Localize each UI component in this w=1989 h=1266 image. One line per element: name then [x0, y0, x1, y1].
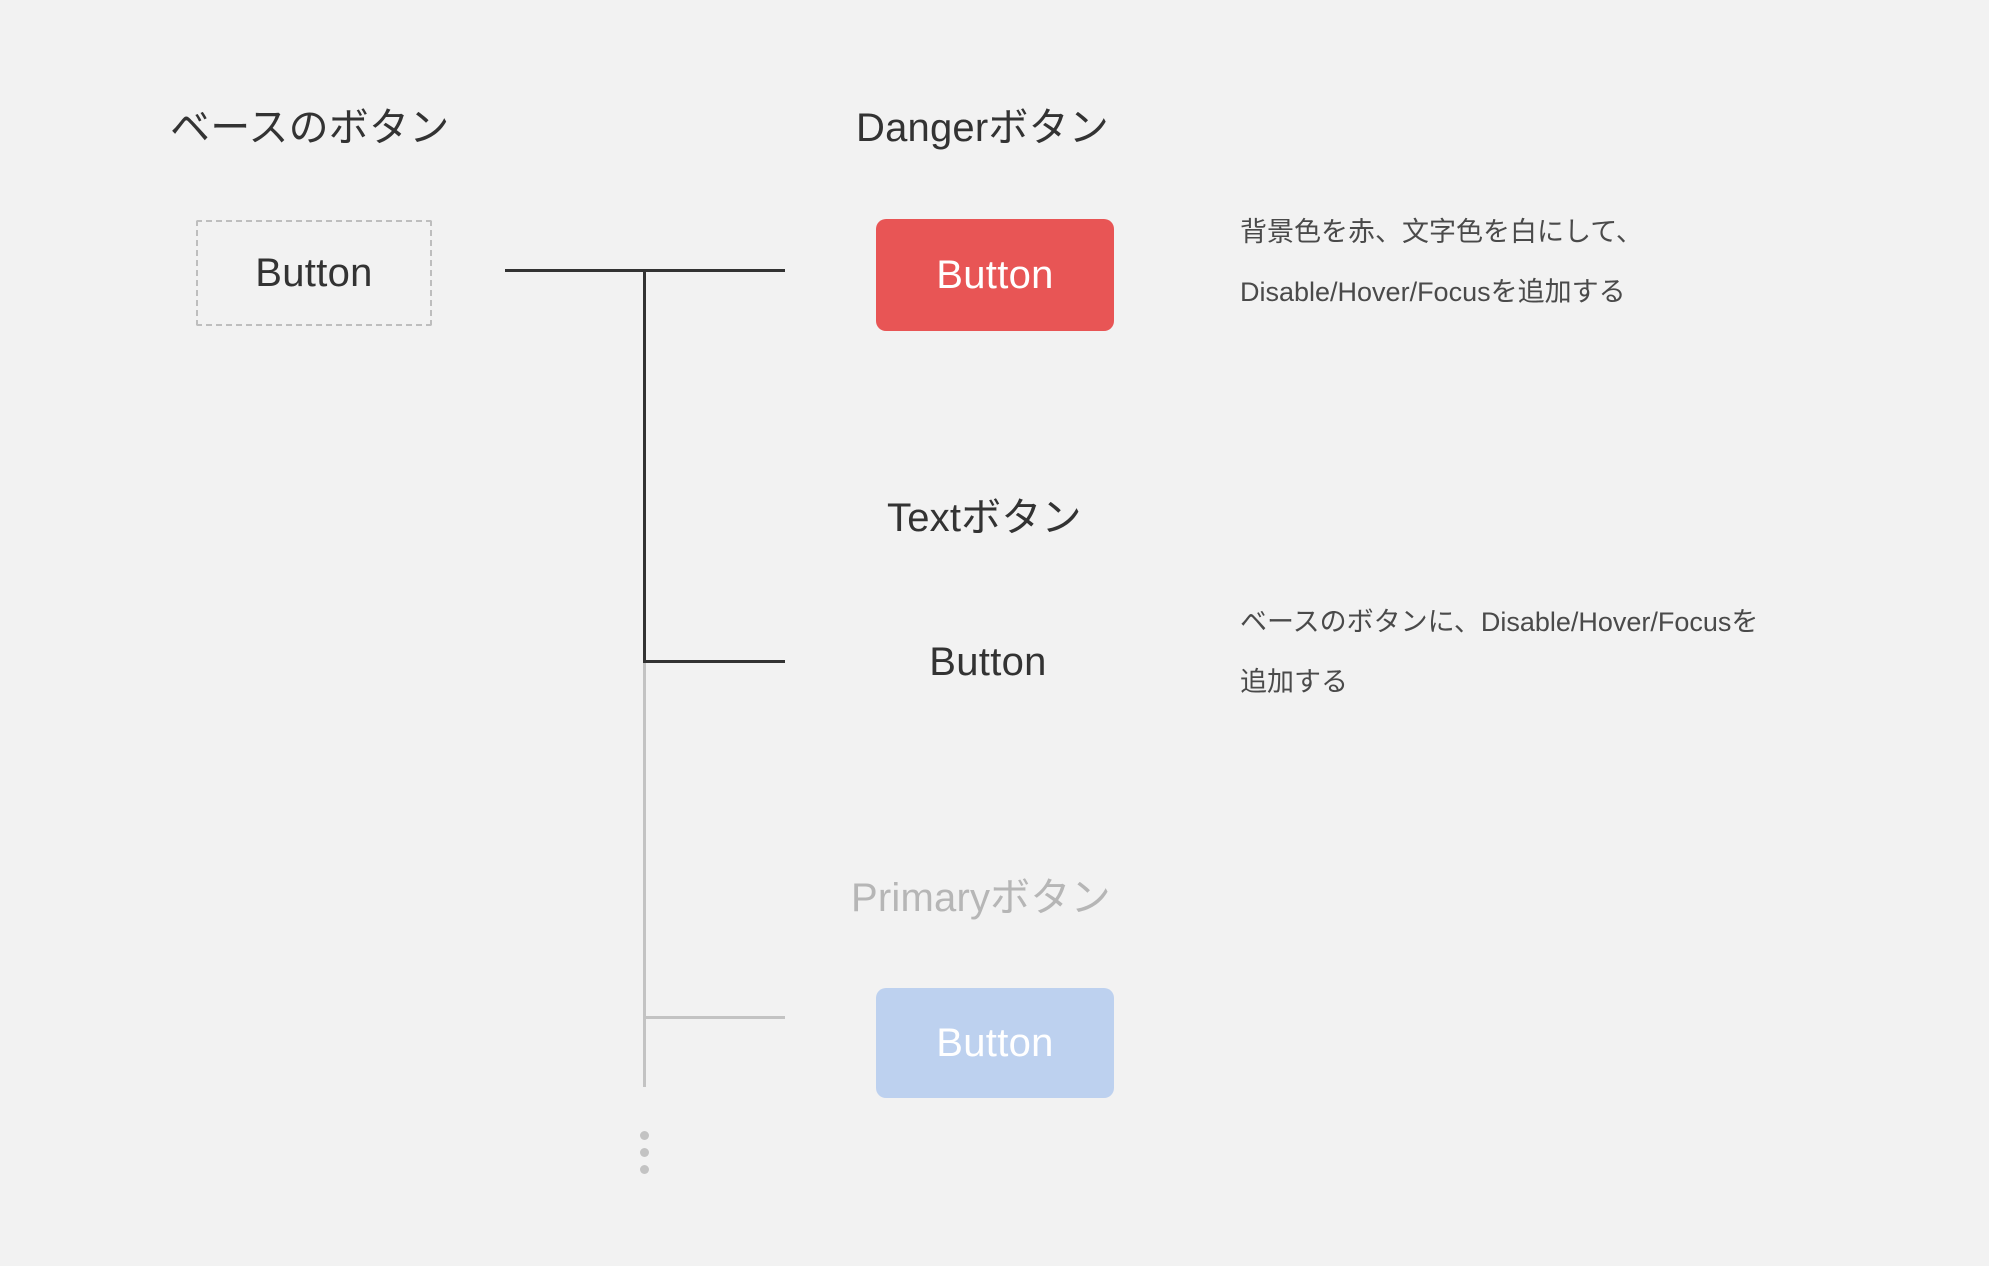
- section-label-danger: Dangerボタン: [856, 106, 1109, 150]
- vertical-ellipsis-icon: [638, 1131, 650, 1174]
- section-label-base: ベースのボタン: [170, 106, 450, 150]
- text-note-line-2: 追加する: [1240, 667, 1348, 697]
- danger-note-line-1: 背景色を赤、文字色を白にして、: [1240, 217, 1643, 247]
- section-label-primary: Primaryボタン: [851, 876, 1111, 920]
- ellipsis-dot: [639, 1148, 649, 1157]
- danger-button[interactable]: Button: [876, 219, 1114, 331]
- base-button[interactable]: Button: [196, 220, 432, 326]
- section-label-text: Textボタン: [887, 496, 1082, 540]
- danger-button-note: 背景色を赤、文字色を白にして、 Disable/Hover/Focusを追加する: [1240, 202, 1643, 322]
- danger-note-line-2: Disable/Hover/Focusを追加する: [1240, 277, 1626, 307]
- ellipsis-dot: [639, 1131, 649, 1140]
- ellipsis-dot: [639, 1165, 649, 1174]
- primary-button[interactable]: Button: [876, 988, 1114, 1098]
- text-button-note: ベースのボタンに、Disable/Hover/Focusを 追加する: [1240, 592, 1758, 712]
- text-note-line-1: ベースのボタンに、Disable/Hover/Focusを: [1240, 607, 1759, 637]
- connector-vertical-trunk-inactive: [643, 663, 646, 1087]
- connector-vertical-trunk-active: [643, 269, 646, 663]
- text-button[interactable]: Button: [929, 639, 1047, 684]
- connector-horizontal-to-primary-button: [643, 1016, 785, 1019]
- connector-horizontal-to-text-button: [643, 660, 785, 663]
